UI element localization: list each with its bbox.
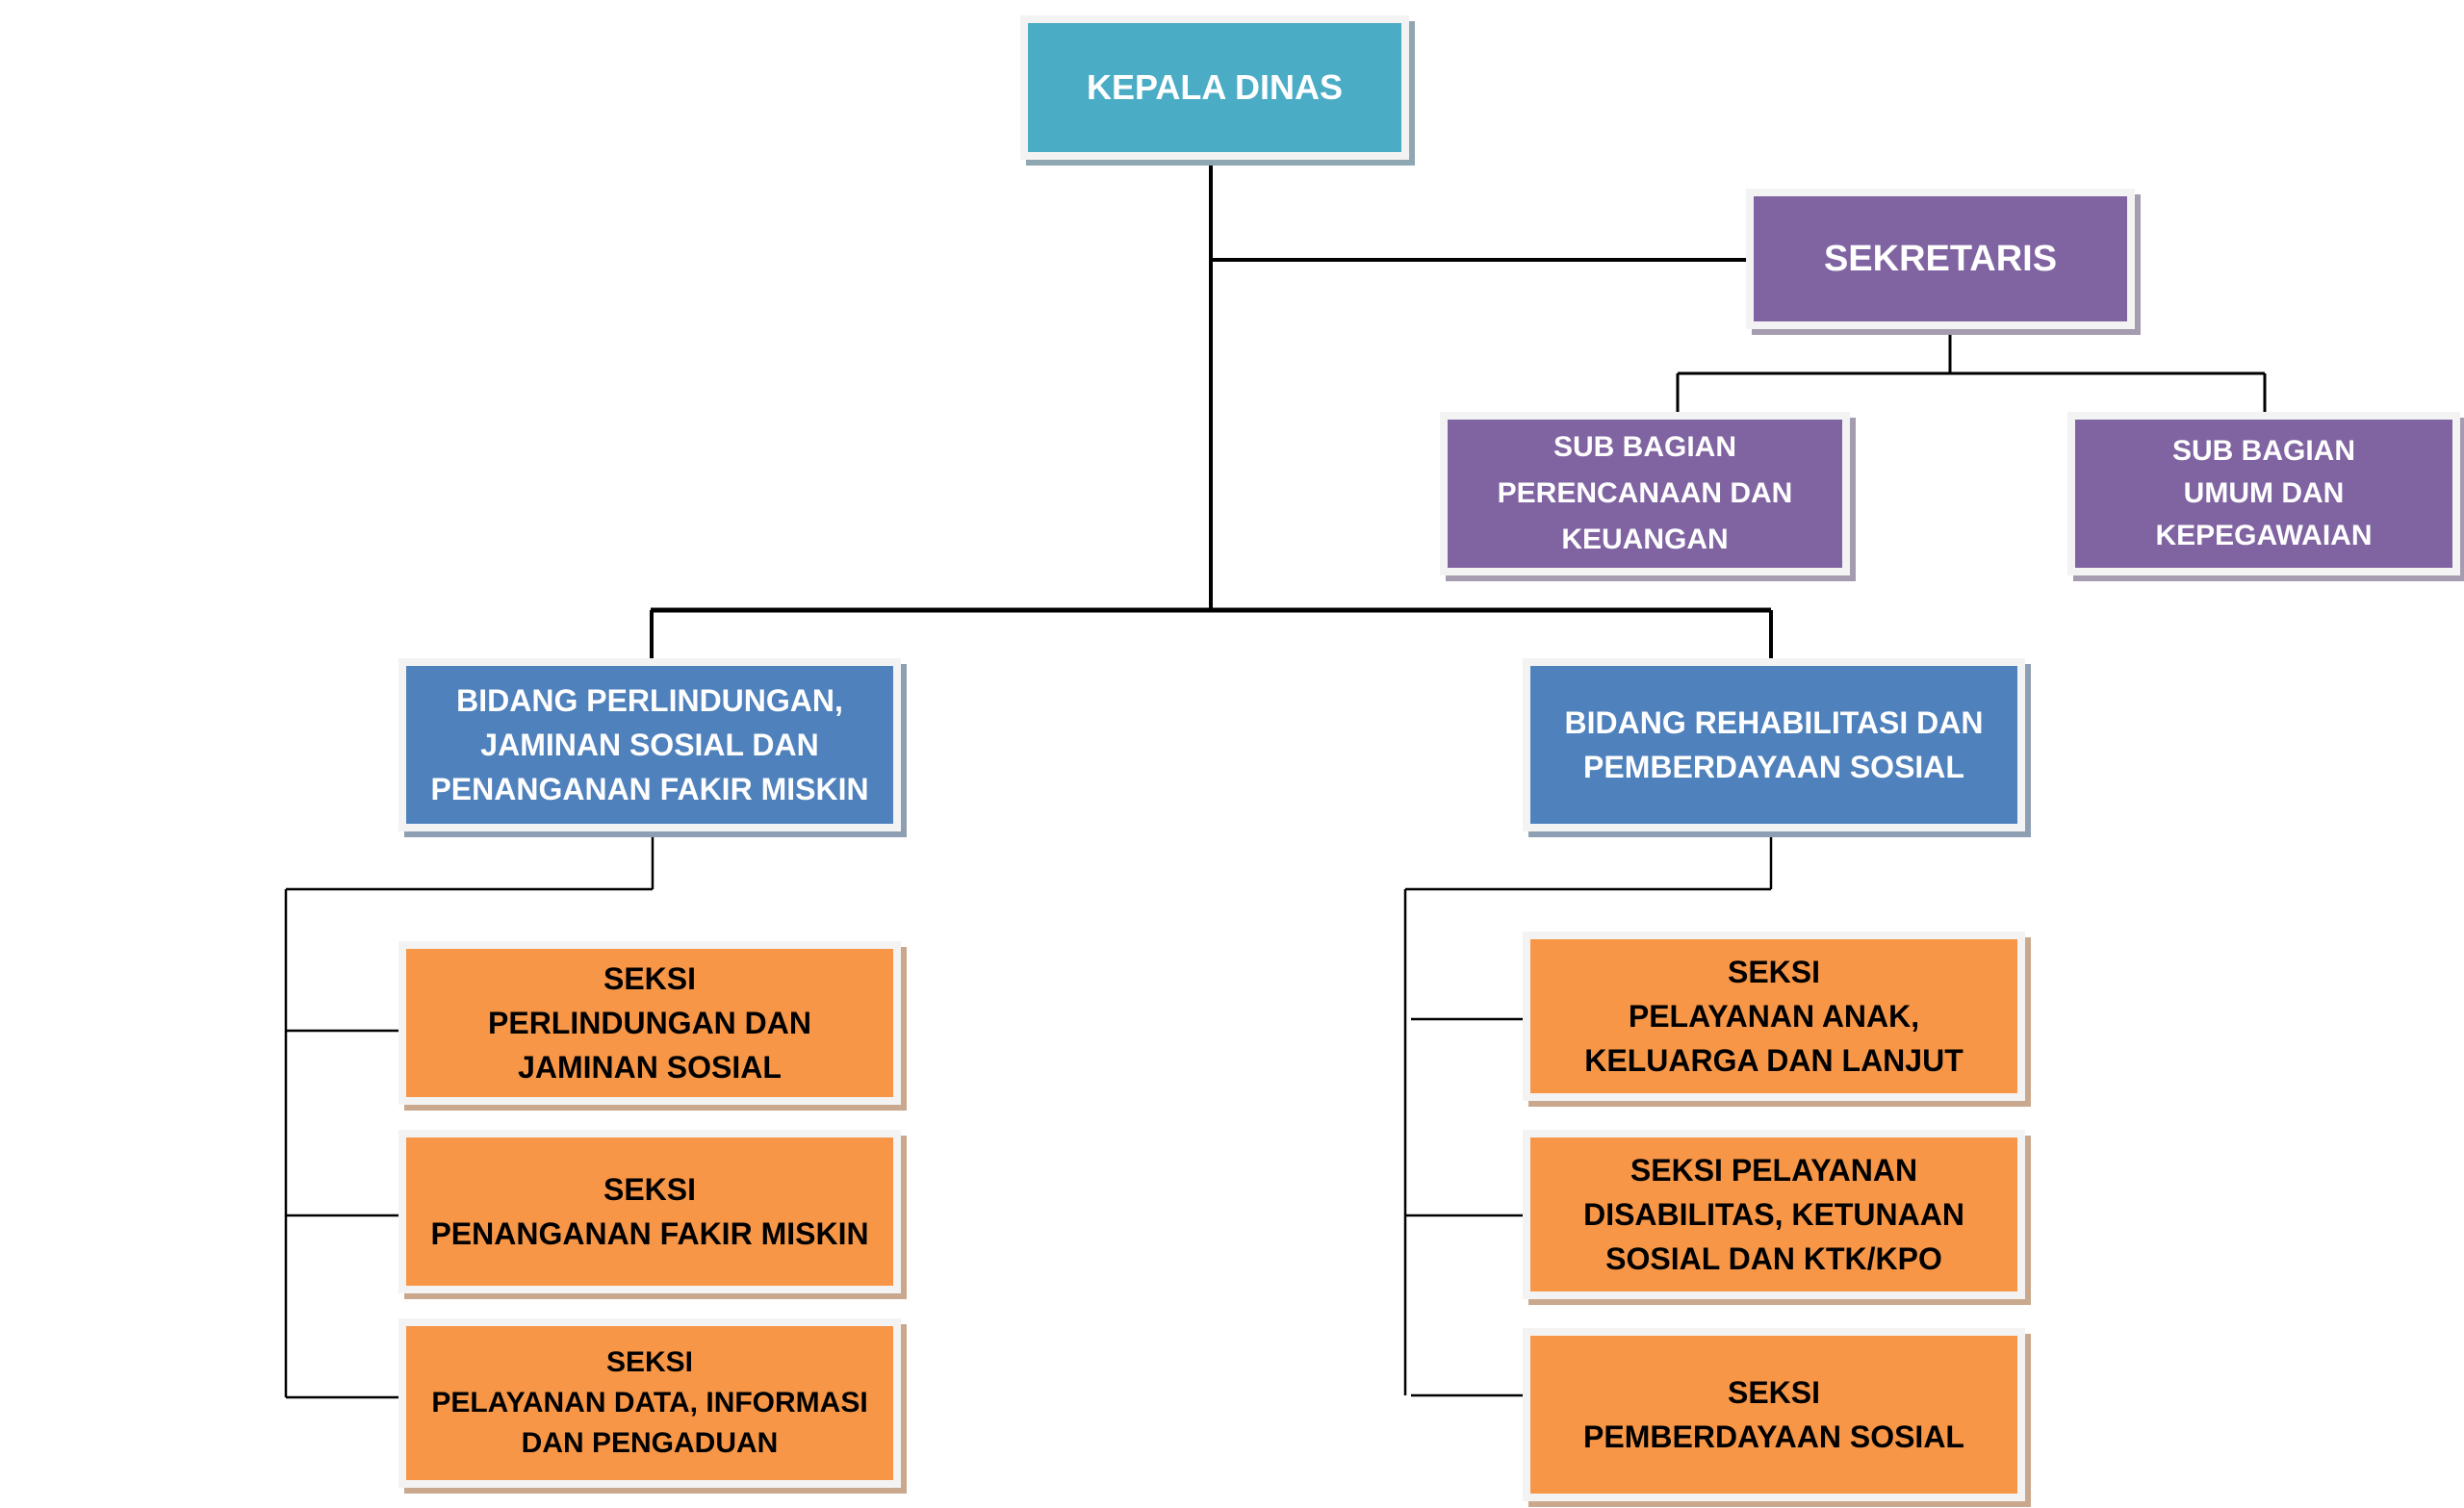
node-sub-bagian-perencanaan-keuangan: SUB BAGIAN PERENCANAAN DAN KEUANGAN <box>1440 412 1850 575</box>
node-seksi-fakir-label: SEKSI PENANGANAN FAKIR MISKIN <box>430 1172 869 1251</box>
node-bidang-perlindungan: BIDANG PERLINDUNGAN, JAMINAN SOSIAL DAN … <box>398 658 901 831</box>
node-seksi-data-label: SEKSI PELAYANAN DATA, INFORMASI DAN PENG… <box>431 1346 868 1459</box>
node-sub-bagian-umum-label: SUB BAGIAN UMUM DAN KEPEGAWAIAN <box>2155 435 2373 551</box>
node-seksi-pelayanan-anak: SEKSI PELAYANAN ANAK, KELUARGA DAN LANJU… <box>1523 932 2025 1101</box>
node-bidang-perlindungan-label: BIDANG PERLINDUNGAN, JAMINAN SOSIAL DAN … <box>430 683 869 806</box>
node-seksi-perlindungan-jaminan-sosial: SEKSI PERLINDUNGAN DAN JAMINAN SOSIAL <box>398 941 901 1105</box>
node-seksi-disabilitas-label: SEKSI PELAYANAN DISABILITAS, KETUNAAN SO… <box>1583 1153 1964 1276</box>
node-seksi-penanganan-fakir-miskin: SEKSI PENANGANAN FAKIR MISKIN <box>398 1130 901 1293</box>
node-seksi-pemberdayaan-label: SEKSI PEMBERDAYAAN SOSIAL <box>1583 1375 1964 1454</box>
node-kepala-dinas: KEPALA DINAS <box>1020 15 1409 160</box>
node-sub-bagian-umum-kepegawaian: SUB BAGIAN UMUM DAN KEPEGAWAIAN <box>2067 412 2460 575</box>
node-bidang-rehabilitasi-label: BIDANG REHABILITASI DAN PEMBERDAYAAN SOS… <box>1564 705 1984 784</box>
node-sekretaris-label: SEKRETARIS <box>1823 238 2058 279</box>
node-bidang-rehabilitasi: BIDANG REHABILITASI DAN PEMBERDAYAAN SOS… <box>1523 658 2025 831</box>
node-seksi-pemberdayaan-sosial: SEKSI PEMBERDAYAAN SOSIAL <box>1523 1328 2025 1501</box>
node-kepala-dinas-label: KEPALA DINAS <box>1086 67 1343 107</box>
node-seksi-pelayanan-disabilitas: SEKSI PELAYANAN DISABILITAS, KETUNAAN SO… <box>1523 1130 2025 1299</box>
node-sekretaris: SEKRETARIS <box>1746 189 2135 329</box>
node-seksi-perlindungan-label: SEKSI PERLINDUNGAN DAN JAMINAN SOSIAL <box>488 961 811 1085</box>
node-sub-bagian-perencanaan-label: SUB BAGIAN PERENCANAAN DAN KEUANGAN <box>1497 431 1793 555</box>
node-seksi-anak-label: SEKSI PELAYANAN ANAK, KELUARGA DAN LANJU… <box>1584 955 1964 1078</box>
node-seksi-pelayanan-data: SEKSI PELAYANAN DATA, INFORMASI DAN PENG… <box>398 1318 901 1488</box>
